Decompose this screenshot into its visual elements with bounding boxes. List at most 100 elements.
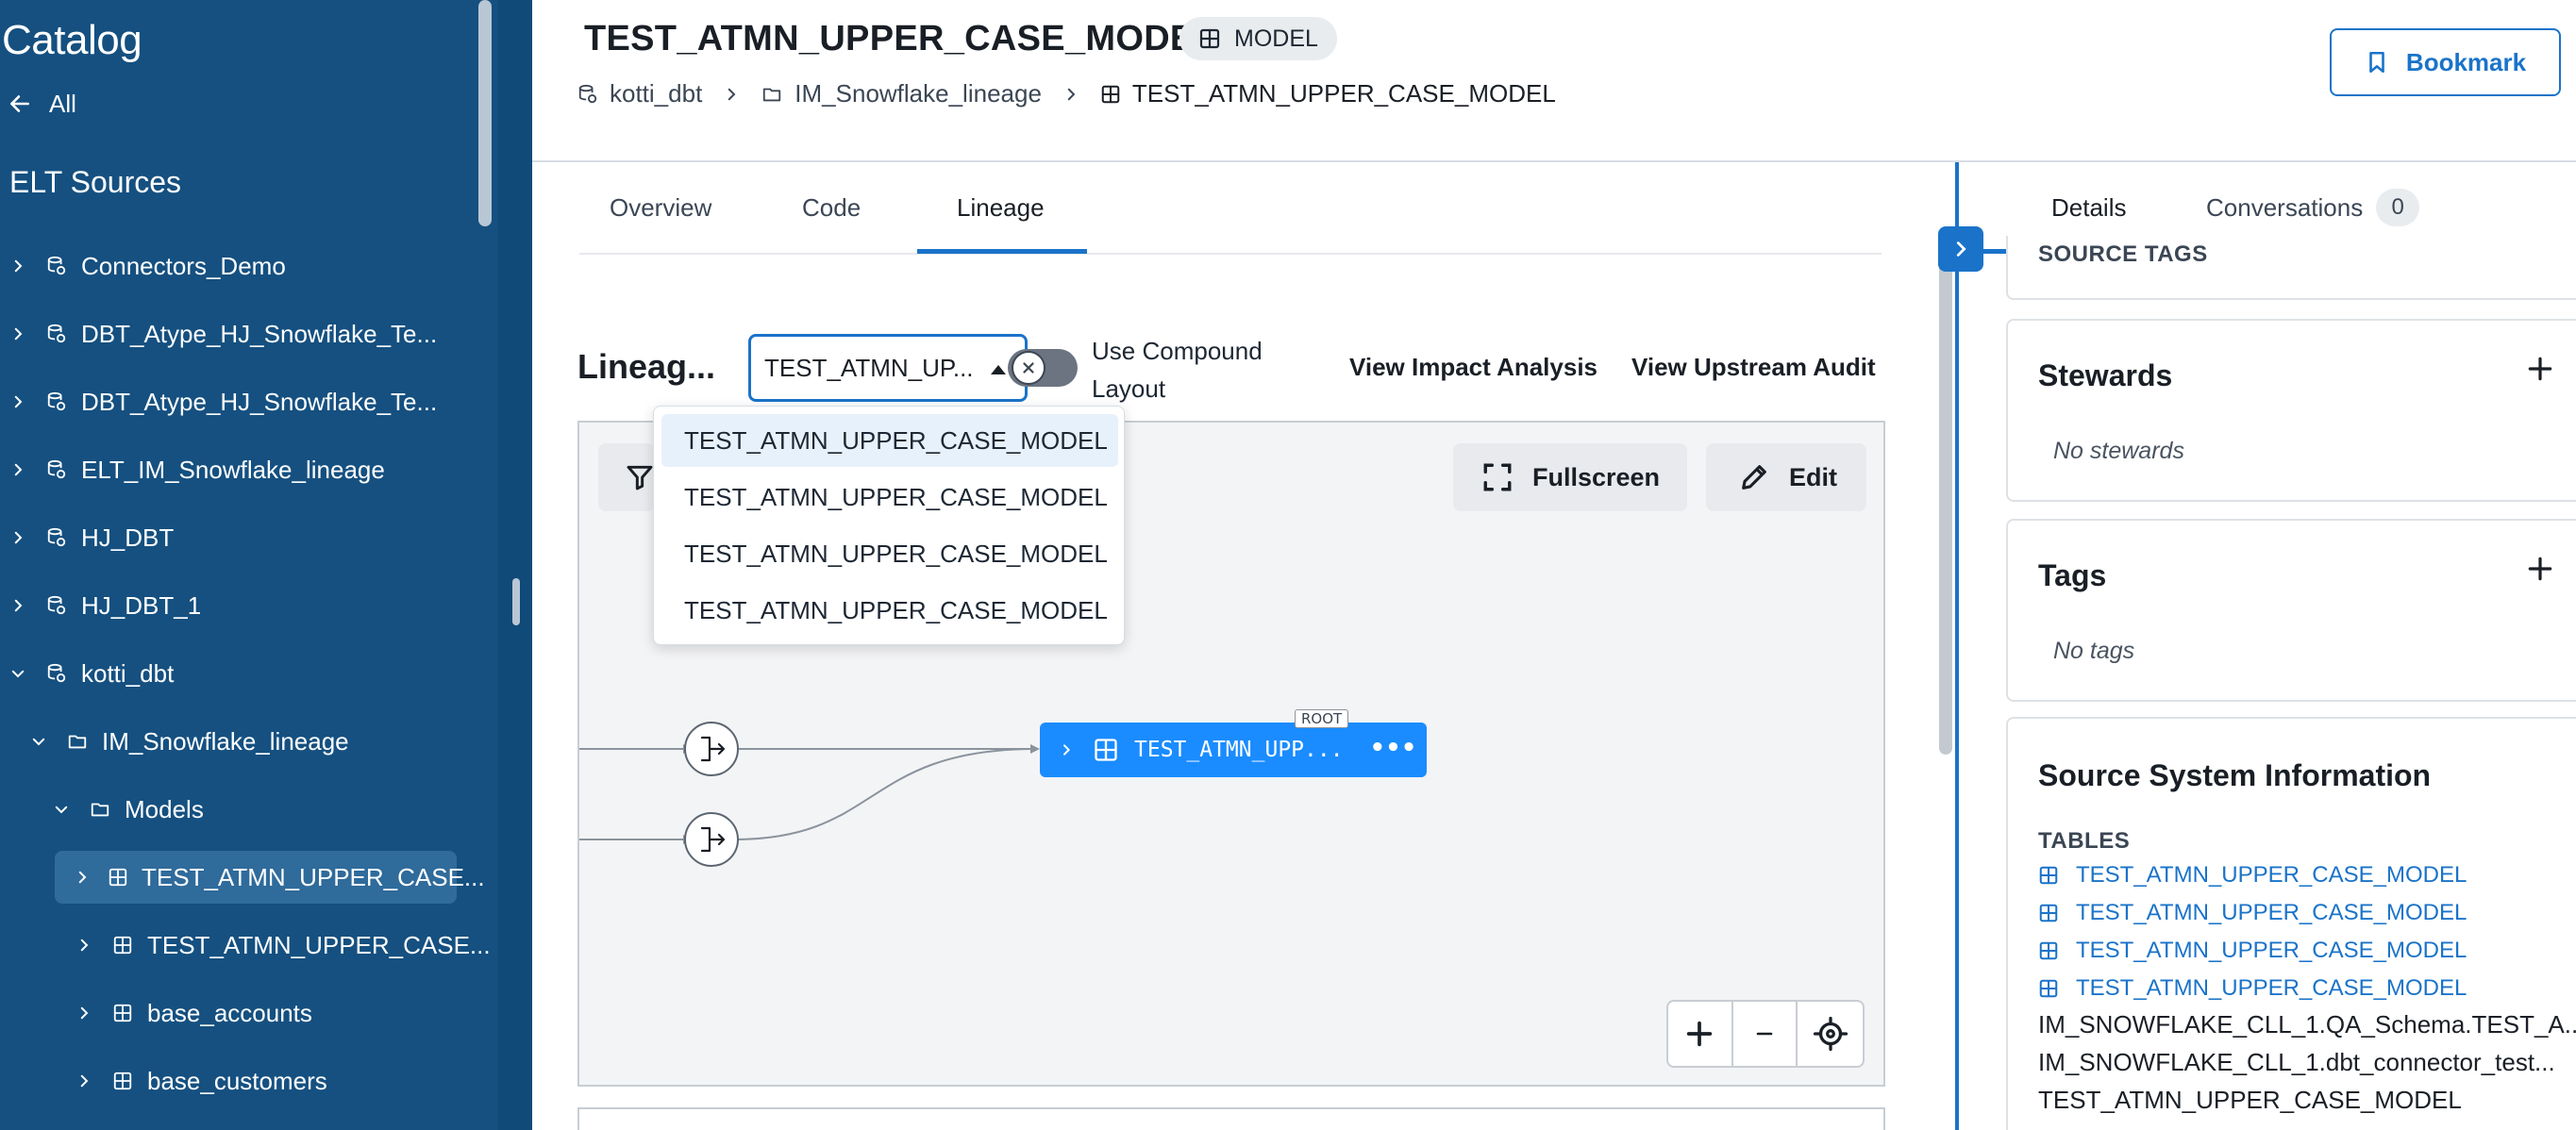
tab-code[interactable]: Code <box>802 192 861 222</box>
sidebar-item-test-atmn-selected[interactable]: TEST_ATMN_UPPER_CASE... <box>55 851 485 904</box>
bookmark-icon <box>2369 51 2384 74</box>
chevron-right-icon[interactable] <box>1059 741 1074 758</box>
stewards-card: Stewards No stewards <box>2006 319 2576 502</box>
chevron-right-icon[interactable] <box>8 258 28 274</box>
chevron-right-icon[interactable] <box>8 325 28 342</box>
chevron-down-icon[interactable] <box>51 801 72 818</box>
database-icon <box>578 84 597 103</box>
lower-panel <box>577 1107 1885 1130</box>
bookmark-button[interactable]: Bookmark <box>2330 28 2561 96</box>
table-icon <box>2039 979 2058 998</box>
compound-layout-toggle[interactable] <box>1008 349 1078 387</box>
table-link[interactable]: TEST_ATMN_UPPER_CASE_MODEL <box>2038 972 2467 1005</box>
lineage-edges <box>579 722 1040 867</box>
add-tag-button[interactable] <box>2525 551 2555 593</box>
tags-card: Tags No tags <box>2006 519 2576 702</box>
fullscreen-button[interactable]: Fullscreen <box>1453 443 1687 511</box>
stewards-title: Stewards <box>2038 358 2173 392</box>
sidebar-item-hj-dbt-1[interactable]: HJ_DBT_1 <box>8 579 201 632</box>
sidebar-item-im-snowflake-lineage[interactable]: IM_Snowflake_lineage <box>28 715 349 768</box>
chevron-down-icon[interactable] <box>8 665 28 682</box>
main-scrollbar-thumb[interactable] <box>1939 255 1952 755</box>
table-link[interactable]: TEST_ATMN_UPPER_CASE_MODEL <box>2038 858 2467 892</box>
sidebar-item-elt-im-snowflake[interactable]: ELT_IM_Snowflake_lineage <box>8 443 385 496</box>
bookmark-label: Bookmark <box>2405 47 2527 76</box>
tab-overview[interactable]: Overview <box>610 192 712 222</box>
filter-icon <box>627 465 653 490</box>
dropdown-option[interactable]: TEST_ATMN_UPPER_CASE_MODEL <box>661 414 1118 467</box>
plus-icon <box>1687 1021 1713 1047</box>
table-name: TEST_ATMN_UPPER_CASE_MODEL <box>2038 1085 2462 1114</box>
tab-lineage[interactable]: Lineage <box>957 192 1045 222</box>
breadcrumb-label: kotti_dbt <box>610 79 703 108</box>
view-upstream-audit-link[interactable]: View Upstream Audit <box>1631 353 1876 381</box>
lineage-model-select[interactable]: TEST_ATMN_UP... <box>748 334 1028 402</box>
main-tabs: Overview Code Lineage <box>579 162 1882 255</box>
node-label: TEST_ATMN_UPP... <box>1134 738 1344 762</box>
chevron-right-icon[interactable] <box>8 597 28 614</box>
table-icon <box>111 1003 134 1023</box>
chevron-right-icon[interactable] <box>74 937 94 954</box>
chevron-right-icon[interactable] <box>8 461 28 478</box>
lineage-label: Lineag... <box>577 347 716 386</box>
database-icon <box>45 459 68 480</box>
breadcrumb-label: TEST_ATMN_UPPER_CASE_MODEL <box>1131 79 1556 108</box>
sidebar-item-dbt-atype-2[interactable]: DBT_Atype_HJ_Snowflake_Te... <box>8 375 437 428</box>
sidebar-item-test-atmn-2[interactable]: TEST_ATMN_UPPER_CASE... <box>74 919 491 972</box>
chevron-right-icon[interactable] <box>8 529 28 546</box>
dropdown-option[interactable]: TEST_ATMN_UPPER_CASE_MODEL <box>684 539 1108 568</box>
sidebar-item-connectors-demo[interactable]: Connectors_Demo <box>8 240 286 292</box>
close-icon[interactable] <box>1012 351 1045 385</box>
edit-button[interactable]: Edit <box>1706 443 1866 511</box>
right-panel-divider <box>1955 162 1959 1130</box>
breadcrumb: kotti_dbt IM_Snowflake_lineage TEST_ATMN… <box>577 79 1556 108</box>
sidebar-item-label: IM_Snowflake_lineage <box>102 726 349 756</box>
stewards-empty: No stewards <box>2053 438 2184 464</box>
lineage-root-node[interactable]: TEST_ATMN_UPP... ••• <box>1040 723 1427 777</box>
table-link-label: TEST_ATMN_UPPER_CASE_MODEL <box>2076 938 2467 963</box>
sidebar-item-dbt-atype-1[interactable]: DBT_Atype_HJ_Snowflake_Te... <box>8 307 437 360</box>
table-link[interactable]: TEST_ATMN_UPPER_CASE_MODEL <box>2038 896 2467 930</box>
compound-layout-label: Use Compound Layout <box>1092 337 1263 403</box>
table-icon <box>108 867 128 888</box>
more-options-icon[interactable]: ••• <box>1370 734 1417 762</box>
zoom-out-button[interactable] <box>1733 1002 1798 1066</box>
table-link[interactable]: TEST_ATMN_UPPER_CASE_MODEL <box>2038 934 2467 968</box>
sidebar-item-label: base_accounts <box>147 998 312 1027</box>
view-impact-analysis-link[interactable]: View Impact Analysis <box>1349 353 1598 381</box>
sidebar-scrollbar-thumb[interactable] <box>478 0 492 226</box>
sidebar-item-base-accounts[interactable]: base_accounts <box>74 987 312 1039</box>
database-icon <box>45 663 68 684</box>
sidebar-item-label: kotti_dbt <box>81 658 175 688</box>
chevron-right-icon[interactable] <box>74 1072 94 1089</box>
sidebar-resize-handle[interactable] <box>512 578 520 625</box>
recenter-button[interactable] <box>1798 1002 1863 1066</box>
tab-conversations[interactable]: Conversations 0 <box>2206 162 2420 253</box>
chevron-right-icon[interactable] <box>8 393 28 410</box>
chevron-right-icon[interactable] <box>74 869 91 886</box>
sidebar-item-models[interactable]: Models <box>51 783 204 836</box>
add-steward-button[interactable] <box>2525 351 2555 393</box>
chevron-right-icon[interactable] <box>74 1005 94 1022</box>
collapse-panel-button[interactable] <box>1938 226 1983 272</box>
chevron-down-icon[interactable] <box>28 733 49 750</box>
sidebar-item-hj-dbt[interactable]: HJ_DBT <box>8 511 174 564</box>
page-header: TEST_ATMN_UPPER_CASE_MODEL MODEL kotti_d… <box>532 0 2576 162</box>
zoom-in-button[interactable] <box>1668 1002 1733 1066</box>
minus-icon <box>1756 1032 1773 1036</box>
dropdown-option[interactable]: TEST_ATMN_UPPER_CASE_MODEL <box>684 595 1108 624</box>
table-icon <box>1199 28 1220 49</box>
filter-button[interactable] <box>598 443 655 511</box>
transform-node-icon <box>684 812 739 867</box>
table-icon <box>2039 866 2058 885</box>
back-to-all-link[interactable]: All <box>8 87 76 121</box>
breadcrumb-item-folder[interactable]: IM_Snowflake_lineage <box>761 79 1042 108</box>
sidebar-item-label: DBT_Atype_HJ_Snowflake_Te... <box>81 319 438 348</box>
breadcrumb-label: IM_Snowflake_lineage <box>795 79 1042 108</box>
breadcrumb-item-source[interactable]: kotti_dbt <box>577 79 702 108</box>
tab-details[interactable]: Details <box>2051 192 2127 222</box>
dropdown-option[interactable]: TEST_ATMN_UPPER_CASE_MODEL <box>684 482 1108 511</box>
lineage-canvas[interactable]: TEST_ATMN_UPP... ••• ROOT Fullscreen Edi… <box>577 421 1885 1087</box>
sidebar-item-kotti-dbt[interactable]: kotti_dbt <box>8 647 174 700</box>
sidebar-item-base-customers[interactable]: base_customers <box>74 1055 327 1107</box>
